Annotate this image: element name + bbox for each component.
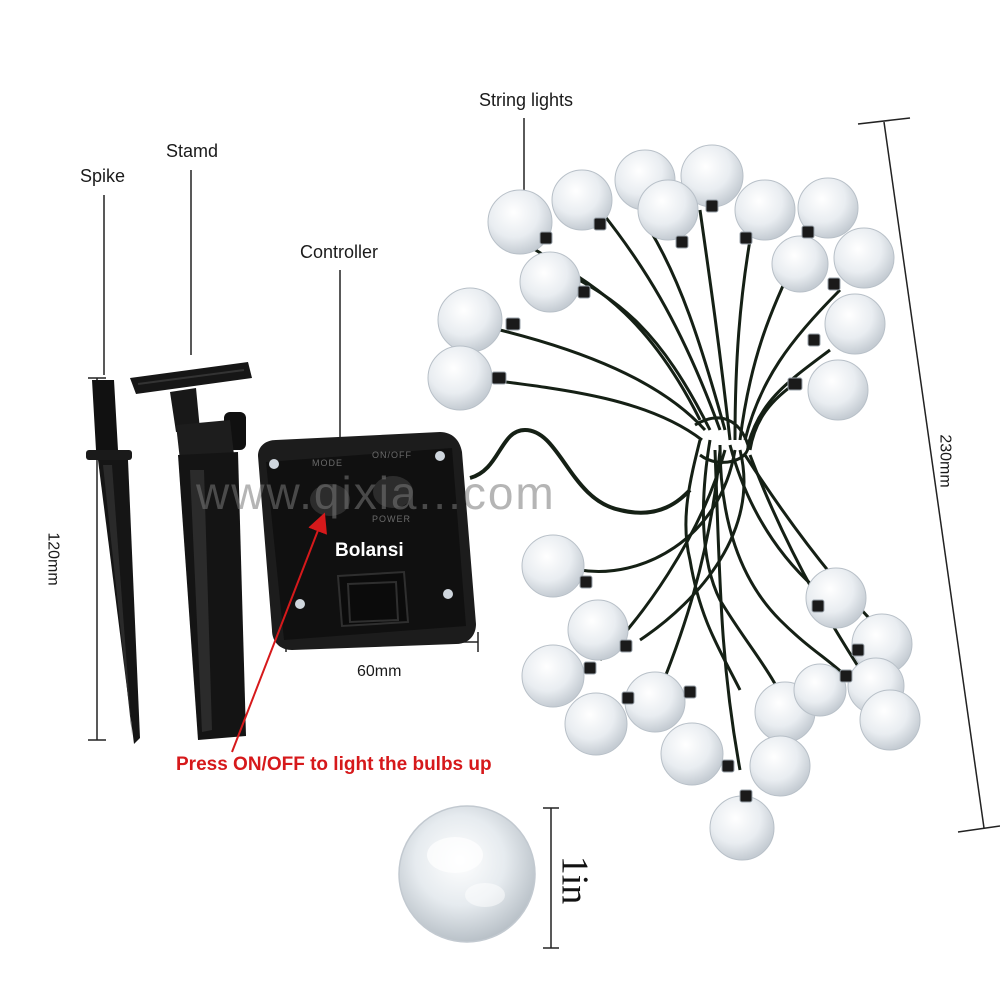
power-label: POWER <box>372 514 412 524</box>
mode-label: MODE <box>312 458 343 468</box>
controller-cable <box>469 427 692 515</box>
bulb-sockets <box>491 199 865 803</box>
stand-label: Stamd <box>166 141 219 161</box>
onoff-label: ON/OFF <box>372 450 412 460</box>
controller-brand: Bolansi <box>335 540 404 561</box>
stand <box>130 362 252 740</box>
string-dimension-line <box>857 117 1000 833</box>
controller-width-label: 60mm <box>357 663 402 680</box>
spike-label: Spike <box>80 166 126 186</box>
controller-label: Controller <box>300 242 379 262</box>
bulb-closeup <box>398 805 536 943</box>
bulb-diameter-label: 1in <box>553 855 596 905</box>
press-arrow <box>231 512 327 753</box>
bulbs-top <box>427 144 895 421</box>
spike-height-label: 120mm <box>44 532 62 586</box>
bulbs-bottom <box>521 534 921 861</box>
string-length-label: 230mm <box>936 434 954 488</box>
spike <box>86 380 140 744</box>
bulb-dimension-line <box>543 807 559 949</box>
controller-box <box>258 432 476 650</box>
press-note: Press ON/OFF to light the bulbs up <box>176 754 492 775</box>
watermark: www.qixia...com <box>196 467 556 519</box>
string-lights-label: String lights <box>479 90 574 110</box>
